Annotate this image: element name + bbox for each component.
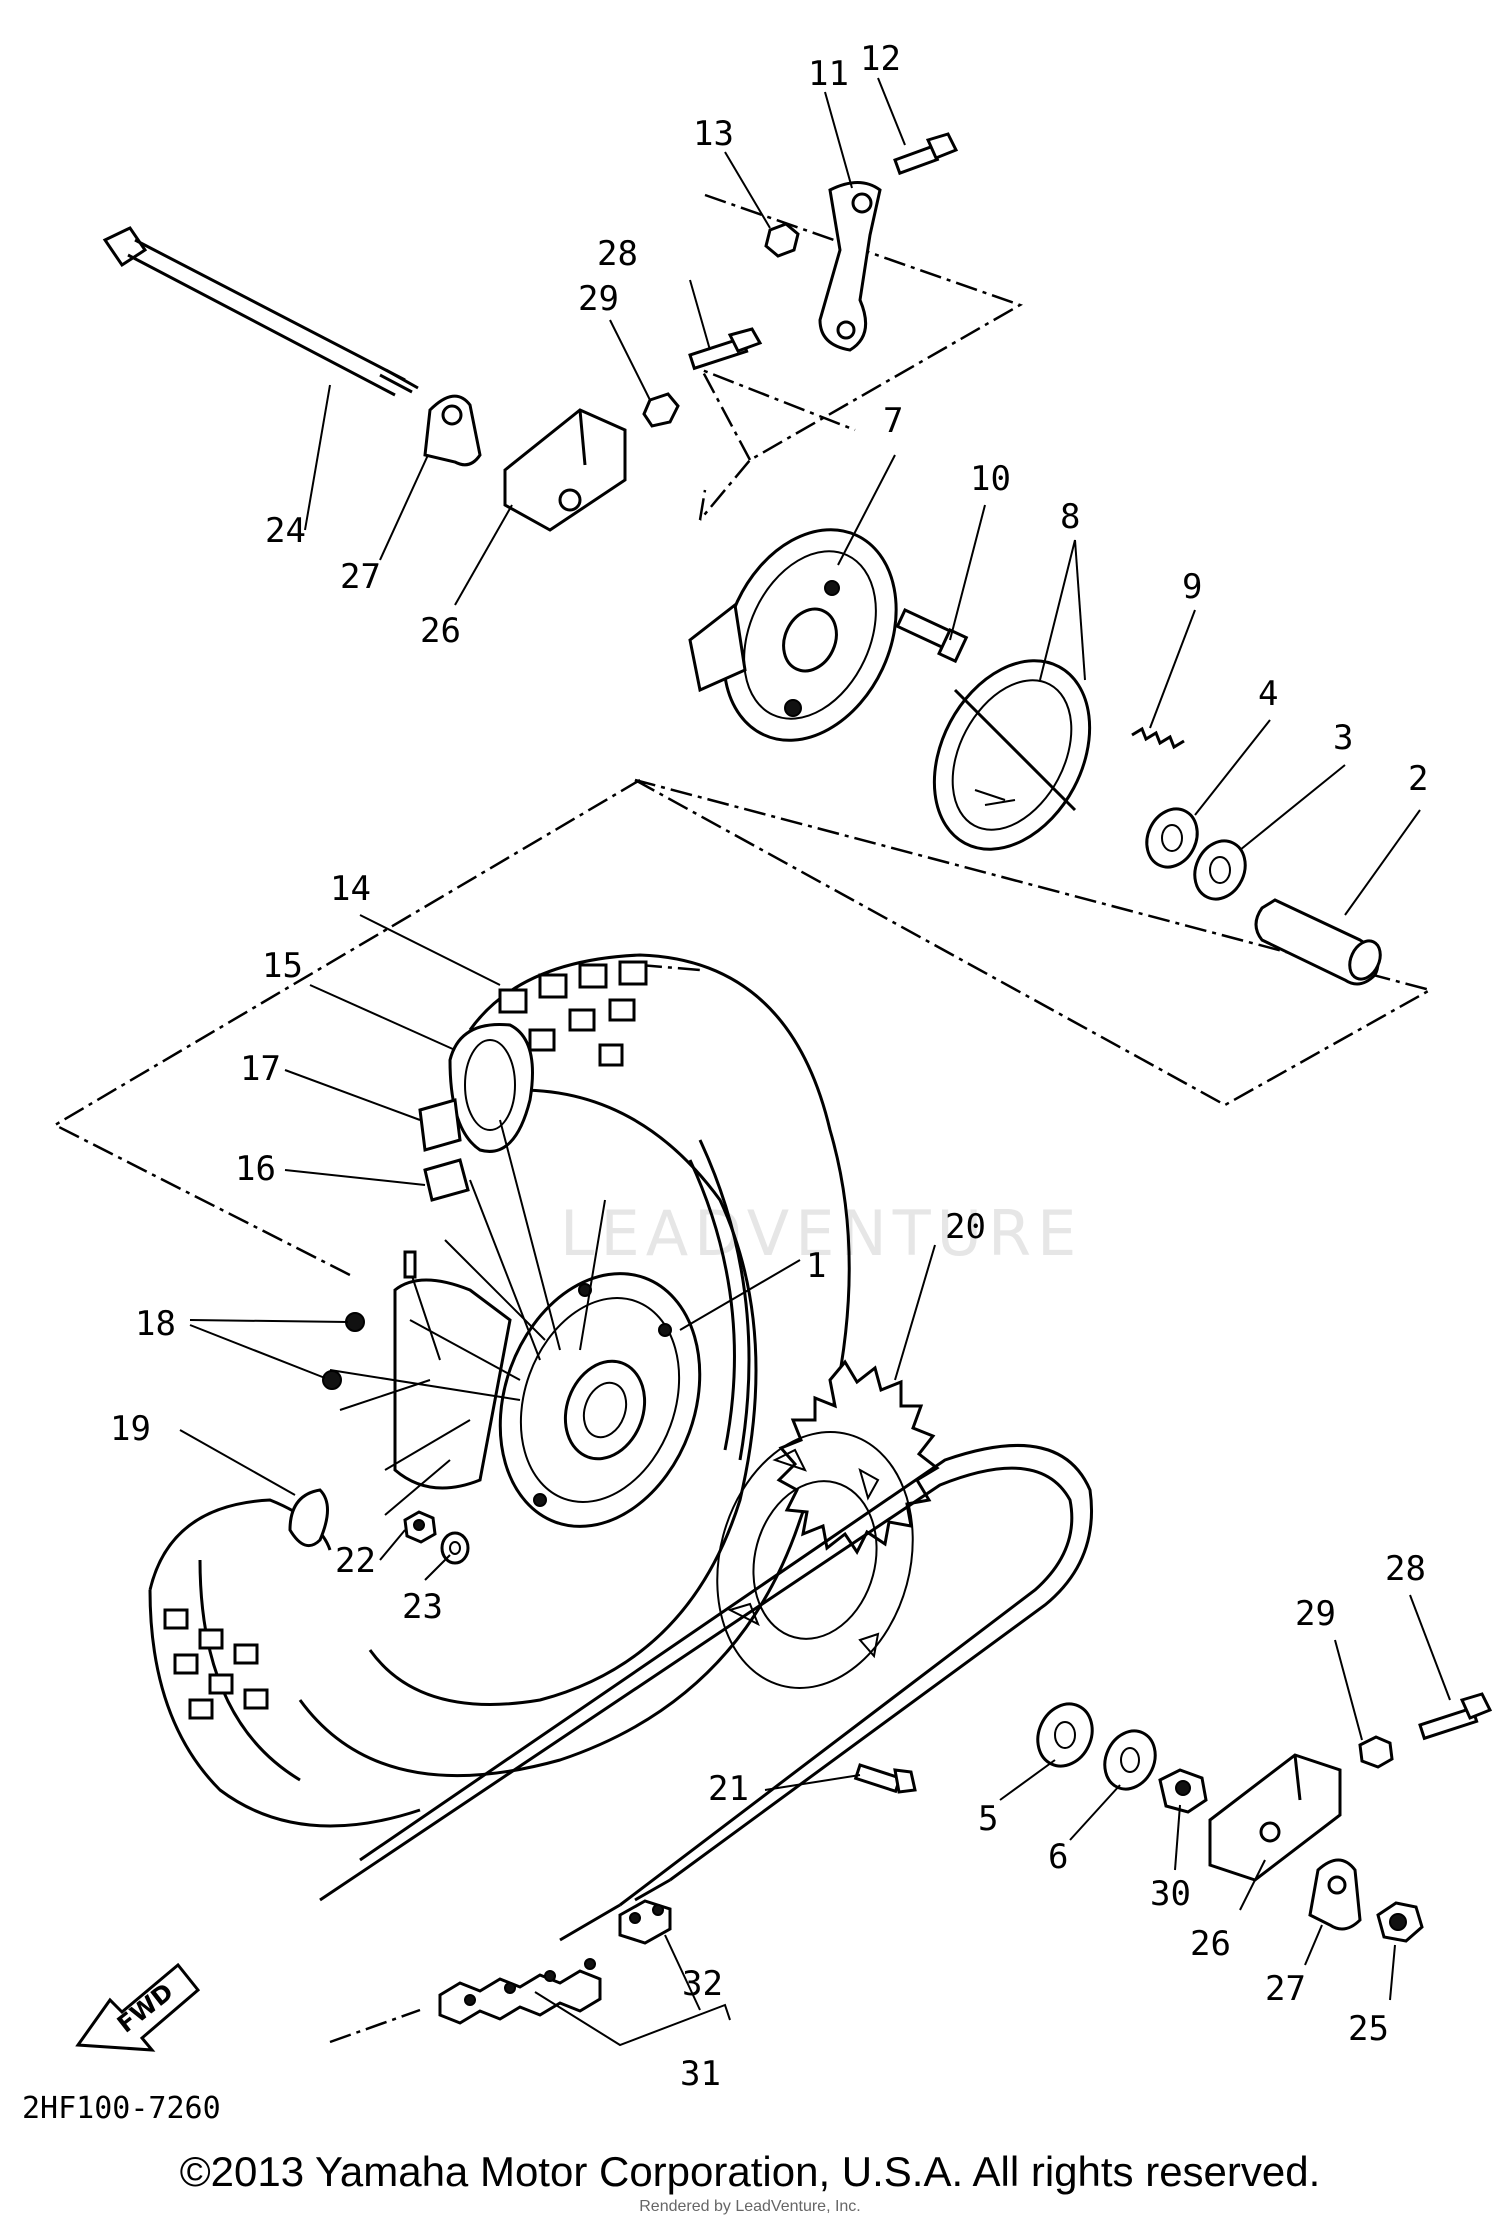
copyright-notice: ©2013 Yamaha Motor Corporation, U.S.A. A… xyxy=(179,2148,1321,2195)
callout-29b: 29 xyxy=(1295,1594,1336,1634)
chain-master-link xyxy=(618,1899,672,1945)
callout-5: 5 xyxy=(978,1799,998,1839)
part-chain-puller-right xyxy=(1208,1753,1424,1943)
callout-21: 21 xyxy=(708,1769,749,1809)
callout-29: 29 xyxy=(578,279,619,319)
callout-28b: 28 xyxy=(1385,1549,1426,1589)
part-chain-puller-left xyxy=(423,394,627,532)
part-spokes xyxy=(329,1119,606,1516)
watermark-text: LEADVENTURE xyxy=(560,1197,1082,1270)
part-tube xyxy=(288,1022,534,1548)
part-bearings-left xyxy=(1036,1702,1208,1814)
part-spring xyxy=(1131,726,1185,750)
callout-2: 2 xyxy=(1408,759,1428,799)
callout-13: 13 xyxy=(693,114,734,154)
callout-1: 1 xyxy=(806,1246,826,1286)
callout-14: 14 xyxy=(330,869,371,909)
part-brake-cam xyxy=(895,608,969,664)
callout-15: 15 xyxy=(262,946,303,986)
callout-24: 24 xyxy=(265,511,306,551)
callout-27b: 27 xyxy=(1265,1969,1306,2009)
part-sprocket-bolt xyxy=(853,1763,917,1794)
callout-22: 22 xyxy=(335,1541,376,1581)
leader-lines xyxy=(179,77,1451,2047)
callout-28: 28 xyxy=(597,234,638,274)
callout-17: 17 xyxy=(240,1049,281,1089)
chain-links xyxy=(438,1958,602,2025)
callout-19: 19 xyxy=(110,1409,151,1449)
callout-9: 9 xyxy=(1182,567,1202,607)
part-hub xyxy=(393,1272,702,1528)
callout-8: 8 xyxy=(1060,497,1080,537)
callout-31: 31 xyxy=(680,2054,721,2094)
callout-27: 27 xyxy=(340,557,381,597)
callout-26: 26 xyxy=(420,611,461,651)
callout-30: 30 xyxy=(1150,1874,1191,1914)
part-brake-plate xyxy=(688,528,898,742)
part-bearings-right xyxy=(1145,807,1382,986)
part-chain xyxy=(319,1443,1094,2044)
render-credit: Rendered by LeadVenture, Inc. xyxy=(639,2198,861,2215)
part-hub-hardware xyxy=(403,1510,470,1565)
callout-23: 23 xyxy=(402,1587,443,1627)
part-cam-lever xyxy=(764,132,959,352)
fwd-arrow-icon: FWD xyxy=(75,1962,201,2052)
callout-26b: 26 xyxy=(1190,1924,1231,1964)
callout-3: 3 xyxy=(1333,718,1353,758)
callout-32: 32 xyxy=(682,1964,723,2004)
tire-tread-bottom xyxy=(163,1608,269,1720)
callouts: 1 2 3 4 5 6 7 8 9 10 11 12 13 14 15 16 1… xyxy=(110,39,1428,2094)
callout-7: 7 xyxy=(883,401,903,441)
part-brake-shoes xyxy=(932,659,1092,851)
part-tire xyxy=(148,953,851,1828)
callout-10: 10 xyxy=(970,459,1011,499)
callout-25: 25 xyxy=(1348,2009,1389,2049)
part-sprocket xyxy=(716,1359,940,1689)
callout-16: 16 xyxy=(235,1149,276,1189)
callout-20: 20 xyxy=(945,1207,986,1247)
callout-12: 12 xyxy=(860,39,901,79)
part-axle xyxy=(102,226,419,397)
group-frames xyxy=(52,193,1434,1277)
callout-4: 4 xyxy=(1258,674,1278,714)
callout-18: 18 xyxy=(135,1304,176,1344)
part-adjuster-bolt-top xyxy=(642,327,763,428)
tire-tread-top xyxy=(498,960,648,1067)
diagram-code: 2HF100-7260 xyxy=(22,2091,221,2126)
part-adjuster-bolt-bottom xyxy=(1358,1692,1493,1769)
callout-6: 6 xyxy=(1048,1837,1068,1877)
callout-11: 11 xyxy=(808,54,849,94)
part-spoke-nipples xyxy=(322,1250,417,1390)
